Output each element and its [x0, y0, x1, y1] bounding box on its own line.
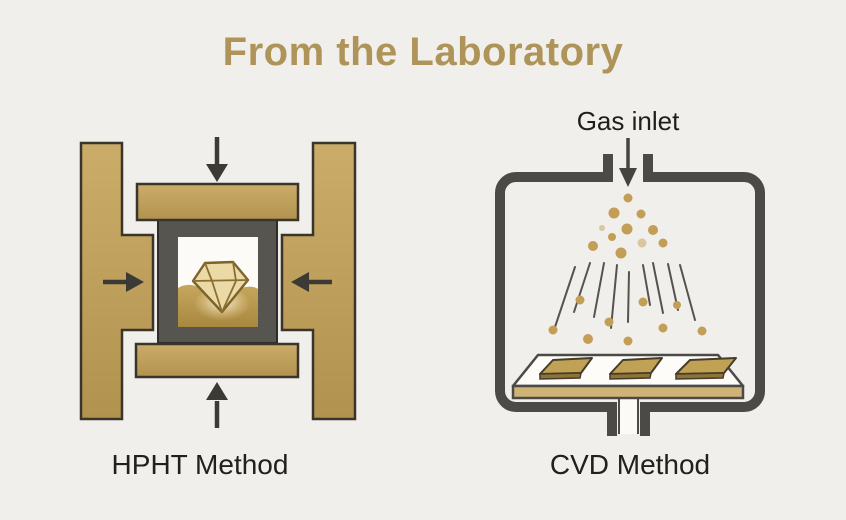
hpht-figure — [60, 120, 420, 460]
cvd-method-caption: CVD Method — [549, 449, 711, 480]
substrate-platform — [511, 353, 745, 400]
gas-inlet-port — [603, 154, 653, 182]
pressure-arrow-down-icon — [206, 137, 228, 182]
bottom-anvil — [134, 342, 300, 379]
hpht-press-icon — [79, 137, 357, 428]
outlet-pipe-interior — [618, 396, 639, 434]
growth-cell — [157, 219, 278, 344]
gas-outlet-port — [607, 402, 650, 436]
gas-particle-dots — [548, 193, 707, 346]
hpht-method-caption: HPHT Method — [111, 449, 289, 480]
cvd-chamber-icon — [495, 138, 765, 436]
gas-inlet-arrow-icon — [619, 138, 637, 187]
plasma-rays — [554, 262, 696, 329]
top-anvil — [135, 182, 300, 222]
cvd-figure — [468, 100, 828, 460]
substrate-plates — [539, 357, 737, 380]
pressure-arrow-up-icon — [206, 382, 228, 428]
diamond-icon — [191, 260, 250, 314]
gas-particle-dots-faint — [599, 225, 647, 248]
pressure-arrows — [103, 137, 332, 428]
pressure-arrow-right-icon — [103, 272, 144, 292]
page-title: From the Laboratory — [222, 30, 624, 74]
pressure-arrow-left-icon — [291, 272, 332, 292]
gas-inlet-label: Gas inlet — [576, 106, 680, 136]
